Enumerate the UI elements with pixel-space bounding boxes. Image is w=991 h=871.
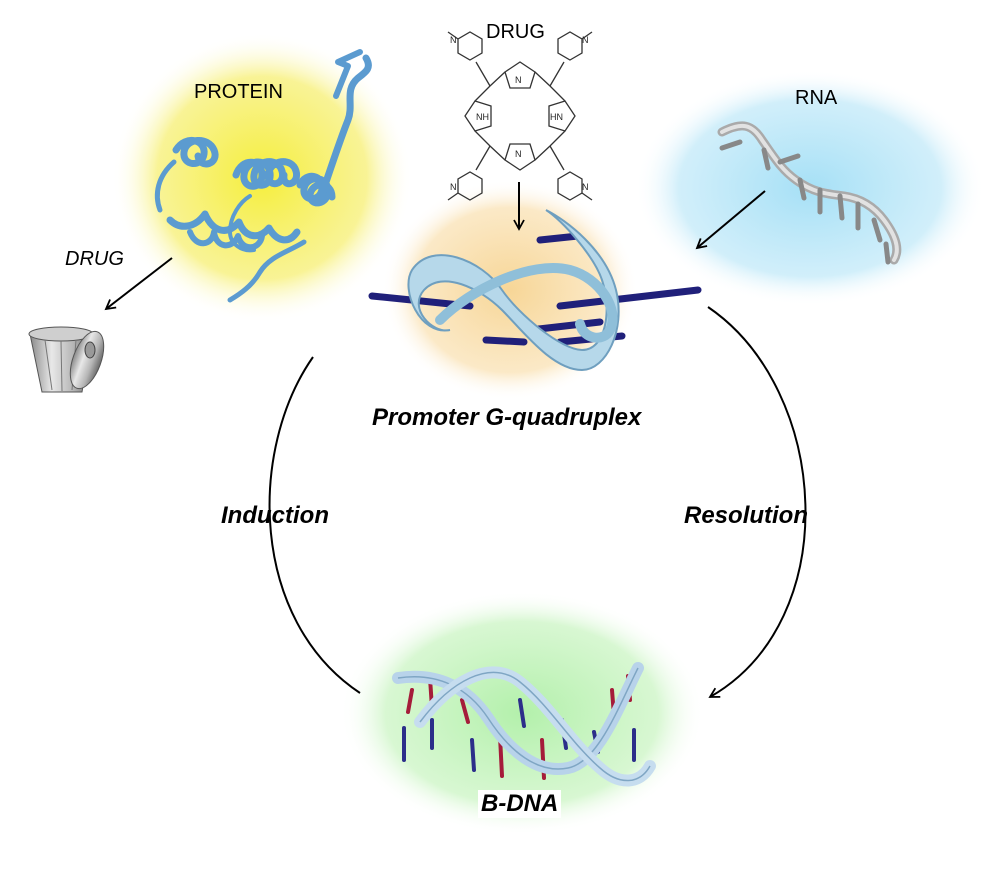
protein-structure-icon (154, 49, 372, 303)
induction-label: Induction (221, 502, 329, 529)
atom-n-plus-br: N (582, 182, 589, 192)
atom-n-plus-tl: N (450, 35, 457, 45)
gquadruplex-label: Promoter G-quadruplex (372, 404, 642, 431)
protein-label: PROTEIN (194, 81, 283, 103)
rna-to-gquad-arrow (695, 190, 766, 250)
rna-label: RNA (795, 87, 838, 109)
drug-molecule-icon (447, 31, 593, 201)
atom-hn: HN (550, 112, 563, 122)
resolution-arc (707, 306, 807, 698)
bdna-structure-icon (392, 662, 656, 787)
atom-n-plus-tr: N (582, 35, 589, 45)
atom-n-plus-bl: N (450, 182, 457, 192)
protein-to-trash-arrow (104, 257, 173, 311)
atom-nh: NH (476, 112, 489, 122)
atom-n-bottom: N (515, 149, 522, 159)
bdna-label: B-DNA (478, 790, 562, 818)
rna-strand-icon (717, 121, 902, 265)
atom-n-top: N (515, 75, 522, 85)
trash-can-icon (28, 326, 105, 393)
induction-arc (268, 356, 361, 694)
drug-top-label: DRUG (486, 21, 545, 43)
resolution-label: Resolution (684, 502, 808, 529)
gquadruplex-structure-icon (368, 209, 702, 372)
drug-side-label: DRUG (65, 248, 124, 270)
